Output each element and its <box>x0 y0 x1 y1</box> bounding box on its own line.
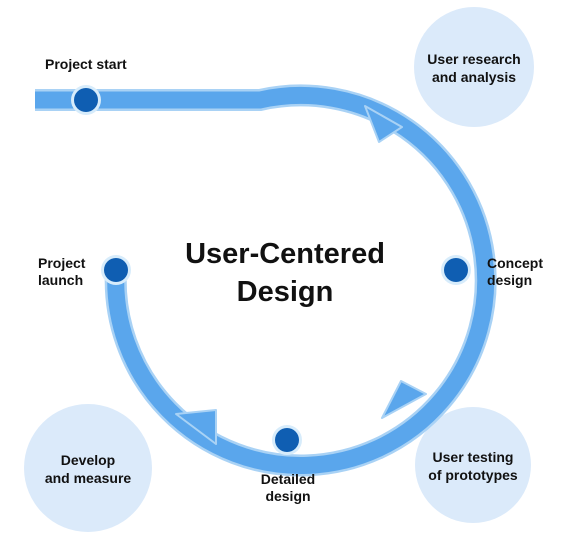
milestone-label-launch: Project launch <box>38 255 86 288</box>
phase-label-develop: Develop and measure <box>44 452 132 486</box>
phase-label-research: User research and analysis <box>427 51 521 85</box>
milestone-node-launch <box>101 255 131 285</box>
milestone-node-start <box>71 85 101 115</box>
arrowheads <box>175 105 427 445</box>
phase-bubble-testing <box>415 407 531 523</box>
cycle-path <box>35 84 497 477</box>
arrowhead-2 <box>381 380 427 419</box>
arrowhead-1 <box>364 105 403 143</box>
phase-bubble-develop <box>24 404 152 532</box>
diagram-title: User-Centered Design <box>185 238 385 308</box>
arrowhead-3 <box>175 409 217 445</box>
milestone-label-concept: Concept design <box>487 255 543 288</box>
milestone-label-detailed: Detailed design <box>260 471 316 504</box>
milestone-node-concept <box>441 255 471 285</box>
phase-bubble-research <box>414 7 534 127</box>
milestone-label-start: Project start <box>45 56 127 72</box>
phase-label-testing: User testing of prototypes <box>428 449 518 483</box>
milestone-node-detailed <box>272 425 302 455</box>
